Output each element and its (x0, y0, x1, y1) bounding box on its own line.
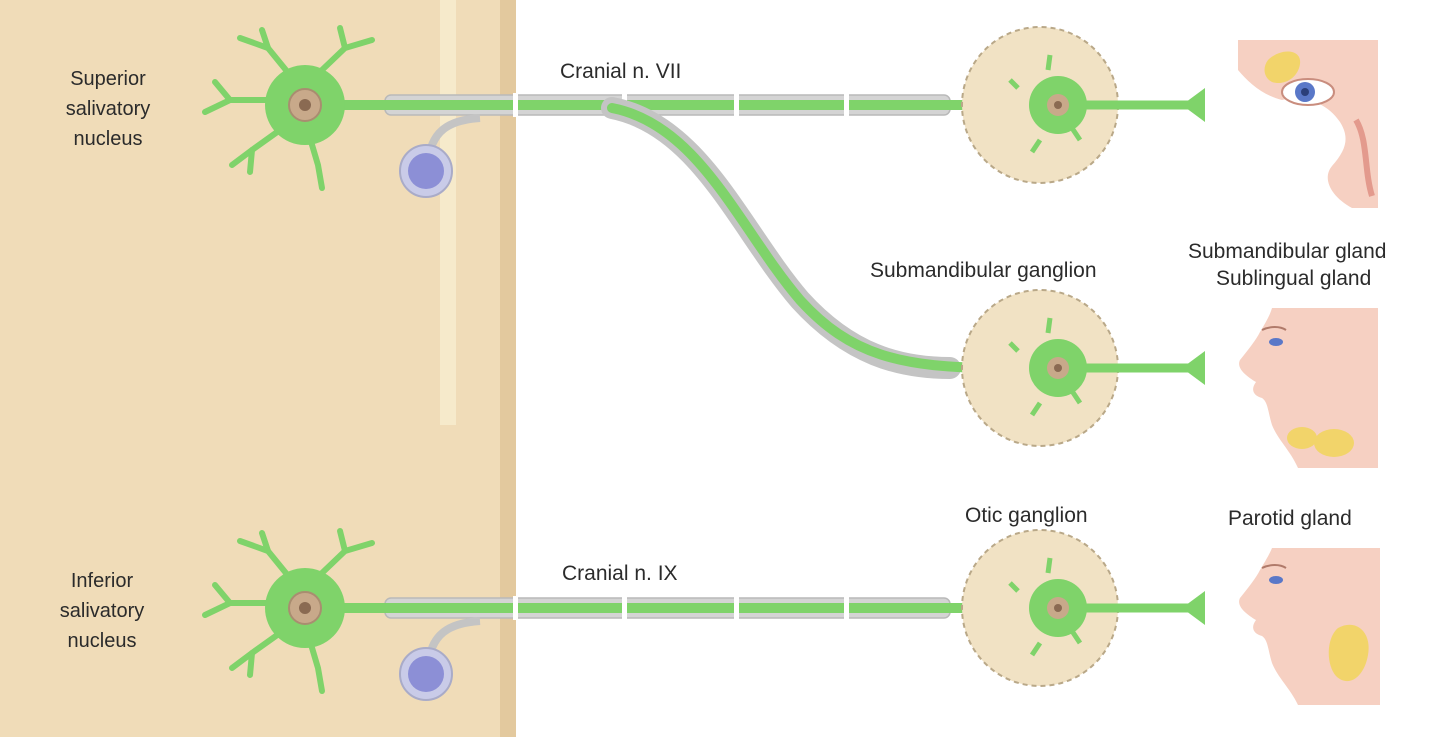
superior-salivatory-neuron (202, 25, 375, 191)
otic-ganglion-body (961, 529, 1205, 687)
cranial-ix-label: Cranial n. IX (562, 562, 678, 585)
submandibular-ganglion-body (961, 289, 1205, 447)
label-line: Sublingual gland (1216, 267, 1372, 290)
sublingual-gland (1287, 427, 1317, 449)
brainstem-highlight (440, 0, 456, 425)
submandibular-gland-label: Submandibular gland Sublingual gland (1188, 238, 1386, 292)
lacrimal-face-illustration (1238, 40, 1378, 208)
pterygopalatine-ganglion (961, 26, 1205, 184)
lacrimal-gland (1264, 51, 1301, 84)
inferior-salivatory-nucleus-label: Inferior salivatory nucleus (22, 566, 182, 656)
inferior-salivatory-neuron (202, 528, 375, 694)
otic-ganglion-label: Otic ganglion (965, 504, 1088, 527)
label-line: Submandibular gland (1188, 240, 1387, 263)
label-line: nucleus (67, 630, 137, 652)
parotid-gland-label: Parotid gland (1228, 507, 1352, 530)
label-line: nucleus (73, 128, 143, 150)
submandibular-ganglion-label: Submandibular ganglion (870, 259, 1097, 282)
submandibular-face-illustration (1239, 308, 1378, 468)
label-line: Inferior (70, 570, 134, 592)
brainstem-edge (500, 0, 516, 737)
label-line: salivatory (59, 600, 145, 622)
sensory-neuron-lower (399, 617, 481, 701)
label-line: salivatory (65, 98, 151, 120)
cranial-vii-label: Cranial n. VII (560, 60, 682, 83)
superior-salivatory-nucleus-label: Superior salivatory nucleus (28, 64, 188, 154)
label-line: Superior (70, 68, 146, 90)
parotid-face-illustration (1239, 548, 1380, 705)
parotid-gland (1328, 624, 1369, 682)
sensory-neuron-upper (399, 114, 481, 198)
chorda-tympani-branch (601, 97, 1020, 385)
submandibular-gland (1314, 429, 1354, 457)
